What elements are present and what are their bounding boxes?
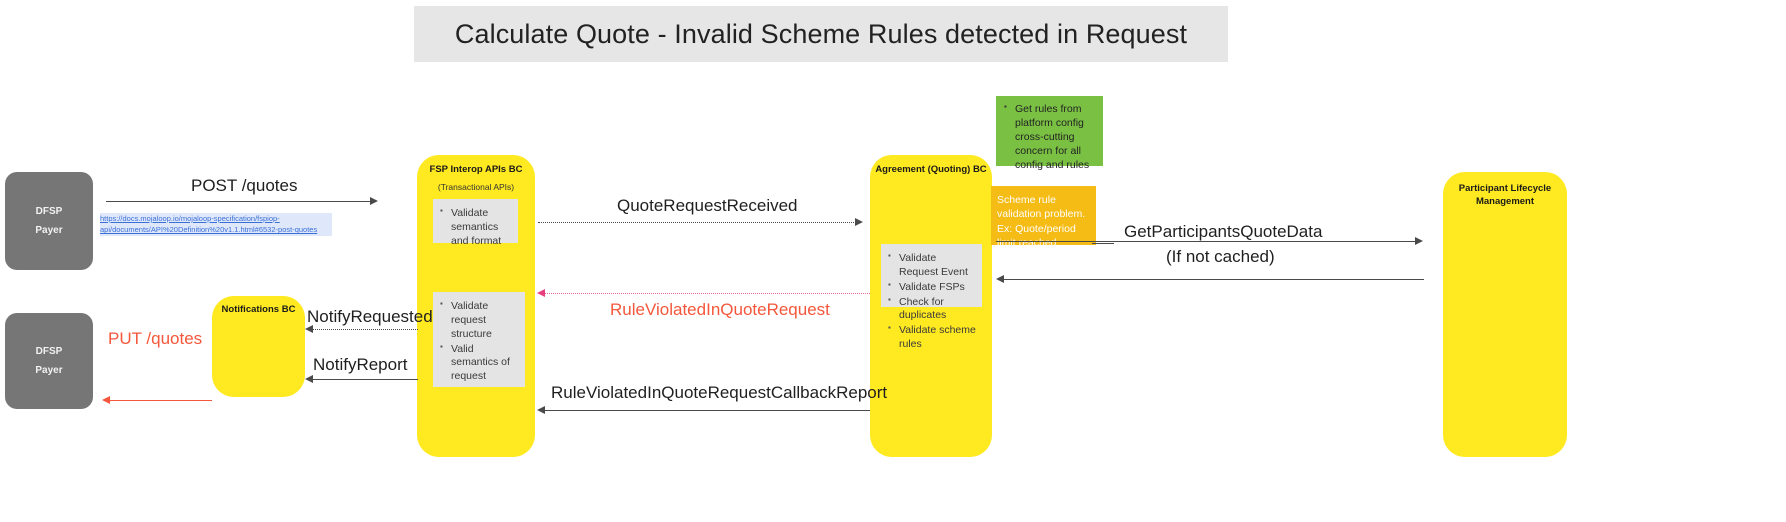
link-post-quotes-spec[interactable]: https://docs.mojaloop.io/mojaloop-specif… <box>100 213 332 236</box>
agreement-activity: Validate Request Event Validate FSPs Che… <box>881 244 982 350</box>
activity-item: Validate Request Event <box>888 251 976 280</box>
participant-lifecycle-title: Participant Lifecycle Management <box>1458 183 1552 207</box>
arrow-rule-violated-head <box>537 289 545 297</box>
label-rule-violated-in-quote-request: RuleViolatedInQuoteRequest <box>610 300 830 319</box>
activity-item: Validate semantics and format <box>440 206 512 249</box>
arrow-notify-report-line <box>313 379 418 380</box>
label-post-quotes: POST /quotes <box>191 176 298 195</box>
label-notify-report: NotifyReport <box>313 355 408 374</box>
activity-item: Check for duplicates <box>888 295 976 324</box>
actor-bottom-line1: DFSP <box>35 346 63 357</box>
label-put-quotes: PUT /quotes <box>108 329 203 348</box>
notifications-title: Notifications BC <box>221 304 296 315</box>
agreement-title: Agreement (Quoting) BC <box>875 164 987 175</box>
note-orange-connector <box>1092 243 1114 244</box>
arrow-put-quotes-head <box>102 396 110 404</box>
arrow-notify-report-head <box>305 375 313 383</box>
arrow-quote-request-received-line <box>538 222 858 223</box>
arrow-get-participants-head <box>1415 237 1423 245</box>
component-participant-lifecycle-management[interactable]: Participant Lifecycle Management <box>1443 172 1567 457</box>
label-get-participants-if-not-cached: (If not cached) <box>1166 247 1275 266</box>
label-notify-requested: NotifyRequested <box>307 307 433 326</box>
arrow-notify-requested-line <box>313 329 418 330</box>
arrow-quote-request-received-head <box>855 218 863 226</box>
arrow-put-quotes-line <box>110 400 212 401</box>
fsp-interop-subtitle: (Transactional APIs) <box>437 182 515 192</box>
activity-item: Validate scheme rules <box>888 323 976 352</box>
fsp-interop-activity-bottom: Validate request structure Valid semanti… <box>433 292 525 387</box>
note-orange-text: Scheme rule validation problem. Ex: Quot… <box>997 194 1086 250</box>
label-get-participants-quote-data: GetParticipantsQuoteData <box>1124 222 1323 241</box>
fsp-interop-title: FSP Interop APIs BC <box>429 164 523 175</box>
actor-top-line2: Payer <box>35 225 63 236</box>
component-notifications-bc[interactable]: Notifications BC <box>212 296 305 397</box>
actor-dfsp-payer-top: DFSP Payer <box>5 172 93 270</box>
label-quote-request-received: QuoteRequestReceived <box>617 196 798 215</box>
arrow-participants-return-line <box>1004 279 1424 280</box>
note-orange-scheme-rule-problem: Scheme rule validation problem. Ex: Quot… <box>991 186 1096 249</box>
arrow-post-quotes-line <box>106 201 374 202</box>
arrow-get-participants-line <box>996 241 1420 242</box>
arrow-participants-return-head <box>996 275 1004 283</box>
label-rule-violated-callback-report: RuleViolatedInQuoteRequestCallbackReport <box>551 383 888 402</box>
activity-item: Validate request structure <box>440 299 519 342</box>
arrow-notify-requested-head <box>305 325 313 333</box>
diagram-title-banner: Calculate Quote - Invalid Scheme Rules d… <box>414 6 1228 62</box>
fsp-interop-activity-top: Validate semantics and format <box>433 199 518 247</box>
note-item: Get rules from platform config cross-cut… <box>1004 102 1095 173</box>
arrow-callback-report-line <box>545 410 870 411</box>
activity-item: Validate FSPs <box>888 280 976 295</box>
arrow-post-quotes-head <box>370 197 378 205</box>
page-title: Calculate Quote - Invalid Scheme Rules d… <box>454 18 1188 49</box>
note-green-platform-config: Get rules from platform config cross-cut… <box>996 96 1103 171</box>
actor-top-line1: DFSP <box>35 206 63 217</box>
arrow-callback-report-head <box>537 406 545 414</box>
actor-bottom-line2: Payer <box>35 365 63 376</box>
actor-dfsp-payer-bottom: DFSP Payer <box>5 313 93 409</box>
arrow-rule-violated-line <box>545 293 870 294</box>
activity-item: Valid semantics of request <box>440 342 519 385</box>
